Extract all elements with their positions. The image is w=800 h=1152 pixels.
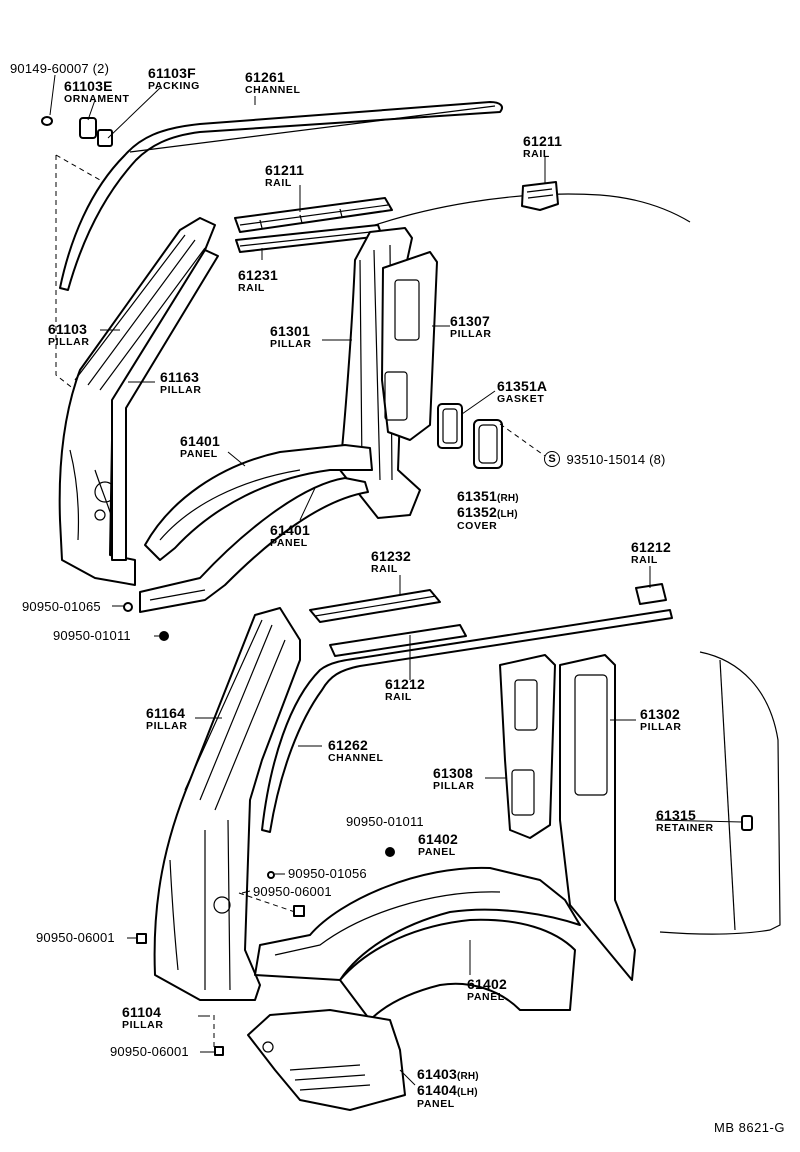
label-61103f: 61103F PACKING xyxy=(148,65,200,92)
label-90149-60007: 90149-60007 (2) xyxy=(10,61,110,76)
packing-61103f[interactable] xyxy=(97,129,113,147)
body-outline xyxy=(659,651,781,935)
cover-61351-61352[interactable] xyxy=(473,419,503,469)
label-61104: 61104 PILLAR xyxy=(122,1004,164,1031)
pillar-61307[interactable] xyxy=(381,251,438,441)
label-61232: 61232 RAIL xyxy=(371,548,411,575)
panel-61401-upper[interactable] xyxy=(144,444,373,561)
rail-61212-rear[interactable] xyxy=(635,583,667,605)
label-90950-01056: 90950-01056 xyxy=(288,866,367,881)
label-61262: 61262 CHANNEL xyxy=(328,737,384,764)
grommet-90950-01011-b[interactable] xyxy=(385,847,395,857)
label-90950-06001-b: 90950-06001 xyxy=(36,930,115,945)
panel-61402[interactable] xyxy=(254,866,581,981)
label-61351-61352: 61351(RH) 61352(LH) COVER xyxy=(457,488,519,532)
label-61402-lower: 61402 PANEL xyxy=(467,976,507,1003)
label-61401-upper: 61401 PANEL xyxy=(180,433,220,460)
inner-pillar-61163[interactable] xyxy=(111,249,219,561)
figure-code: MB 8621-G xyxy=(714,1120,785,1135)
plug-90950-06001-a[interactable] xyxy=(293,905,305,917)
label-61212-rear: 61212 RAIL xyxy=(631,539,671,566)
label-61351a: 61351A GASKET xyxy=(497,378,548,405)
ornament-61103e[interactable] xyxy=(79,117,97,139)
plug-90950-06001-c[interactable] xyxy=(214,1046,224,1056)
roof-outline xyxy=(339,193,691,239)
label-90950-06001-c: 90950-06001 xyxy=(110,1044,189,1059)
grommet-90950-01056[interactable] xyxy=(267,871,275,879)
screw-90149[interactable] xyxy=(41,116,53,126)
channel-61262[interactable] xyxy=(261,609,673,833)
label-61103: 61103 PILLAR xyxy=(48,321,90,348)
panel-61401-lower[interactable] xyxy=(139,477,369,613)
label-61307: 61307 PILLAR xyxy=(450,313,492,340)
label-90950-06001-a: 90950-06001 xyxy=(253,884,332,899)
leader-lines xyxy=(49,74,743,1086)
label-61308: 61308 PILLAR xyxy=(433,765,475,792)
label-61261: 61261 CHANNEL xyxy=(245,69,301,96)
label-61103e: 61103E ORNAMENT xyxy=(64,78,130,105)
label-61163: 61163 PILLAR xyxy=(160,369,202,396)
label-90950-01011: 90950-01011 xyxy=(53,628,131,643)
rail-61212-front[interactable] xyxy=(329,624,467,657)
label-61403-61404: 61403(RH) 61404(LH) PANEL xyxy=(417,1066,479,1110)
label-61212-front: 61212 RAIL xyxy=(385,676,425,703)
retainer-61315[interactable] xyxy=(741,815,753,831)
label-61401-lower: 61401 PANEL xyxy=(270,522,310,549)
label-90950-01065: 90950-01065 xyxy=(22,599,101,614)
label-61231: 61231 RAIL xyxy=(238,267,278,294)
label-61211-front: 61211 RAIL xyxy=(265,162,305,189)
label-61301: 61301 PILLAR xyxy=(270,323,312,350)
standard-part-symbol: S xyxy=(544,451,560,467)
pillar-61308[interactable] xyxy=(499,654,556,839)
channel-61261[interactable] xyxy=(59,101,503,291)
label-61402-upper: 61402 PANEL xyxy=(418,831,458,858)
grommet-90950-01011[interactable] xyxy=(159,631,169,641)
label-61211-rear: 61211 RAIL xyxy=(523,133,563,160)
gasket-61351a[interactable] xyxy=(437,403,463,449)
pillar-61302[interactable] xyxy=(559,654,636,981)
grommet-90950-01065[interactable] xyxy=(123,602,133,612)
pillar-61164[interactable] xyxy=(153,607,301,1001)
label-90950-01011-b: 90950-01011 xyxy=(346,814,424,829)
label-93510-15014: S 93510-15014 (8) xyxy=(544,451,666,467)
label-61302: 61302 PILLAR xyxy=(640,706,682,733)
label-61164: 61164 PILLAR xyxy=(146,705,188,732)
label-61315: 61315 RETAINER xyxy=(656,807,714,834)
